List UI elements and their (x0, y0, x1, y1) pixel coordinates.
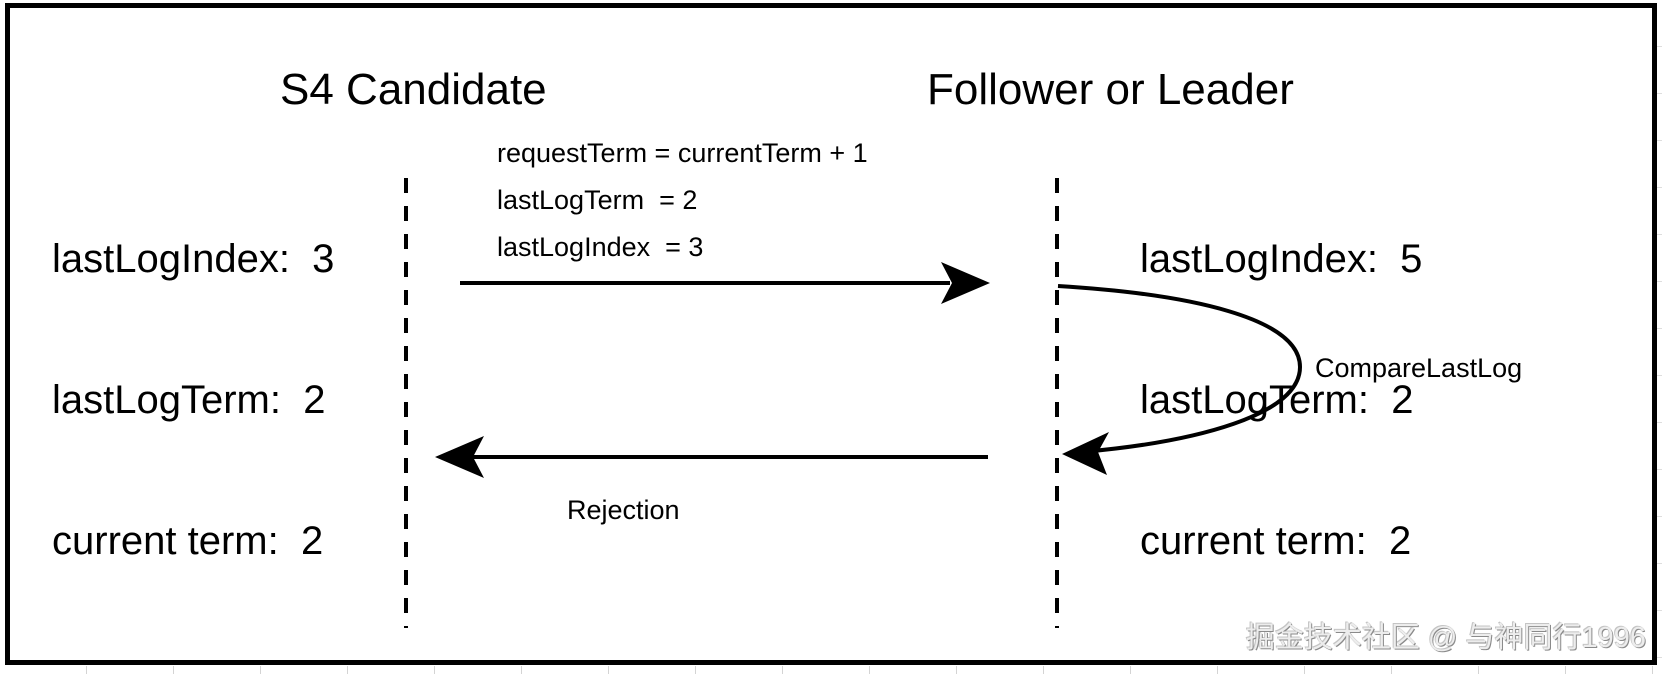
follower-lastlogindex: lastLogIndex: 5 (1140, 237, 1423, 281)
diagram-frame (5, 3, 1657, 665)
request-message-line-3: lastLogIndex = 3 (497, 232, 704, 262)
follower-state-block: lastLogIndex: 5 lastLogTerm: 2 current t… (1140, 142, 1422, 659)
actor-title-follower: Follower or Leader (927, 65, 1294, 114)
candidate-lifeline (404, 178, 408, 628)
candidate-lastlogindex: lastLogIndex: 3 (52, 237, 335, 281)
request-message-line-1: requestTerm = currentTerm + 1 (497, 138, 868, 168)
follower-lifeline (1055, 178, 1059, 628)
follower-currentterm: current term: 2 (1140, 519, 1412, 563)
watermark-text: 掘金技术社区 @ 与神同行1996 (1245, 622, 1646, 654)
follower-lastlogterm: lastLogTerm: 2 (1140, 378, 1414, 422)
request-message-line-2: lastLogTerm = 2 (497, 185, 698, 215)
rejection-label: Rejection (567, 495, 680, 525)
candidate-currentterm: current term: 2 (52, 519, 324, 563)
actor-title-candidate: S4 Candidate (280, 65, 547, 114)
compare-lastlog-label: CompareLastLog (1315, 353, 1523, 383)
background-grid-right (1657, 0, 1662, 674)
candidate-lastlogterm: lastLogTerm: 2 (52, 378, 326, 422)
background-grid-bottom (0, 666, 1662, 674)
candidate-state-block: lastLogIndex: 3 lastLogTerm: 2 current t… (52, 142, 334, 659)
